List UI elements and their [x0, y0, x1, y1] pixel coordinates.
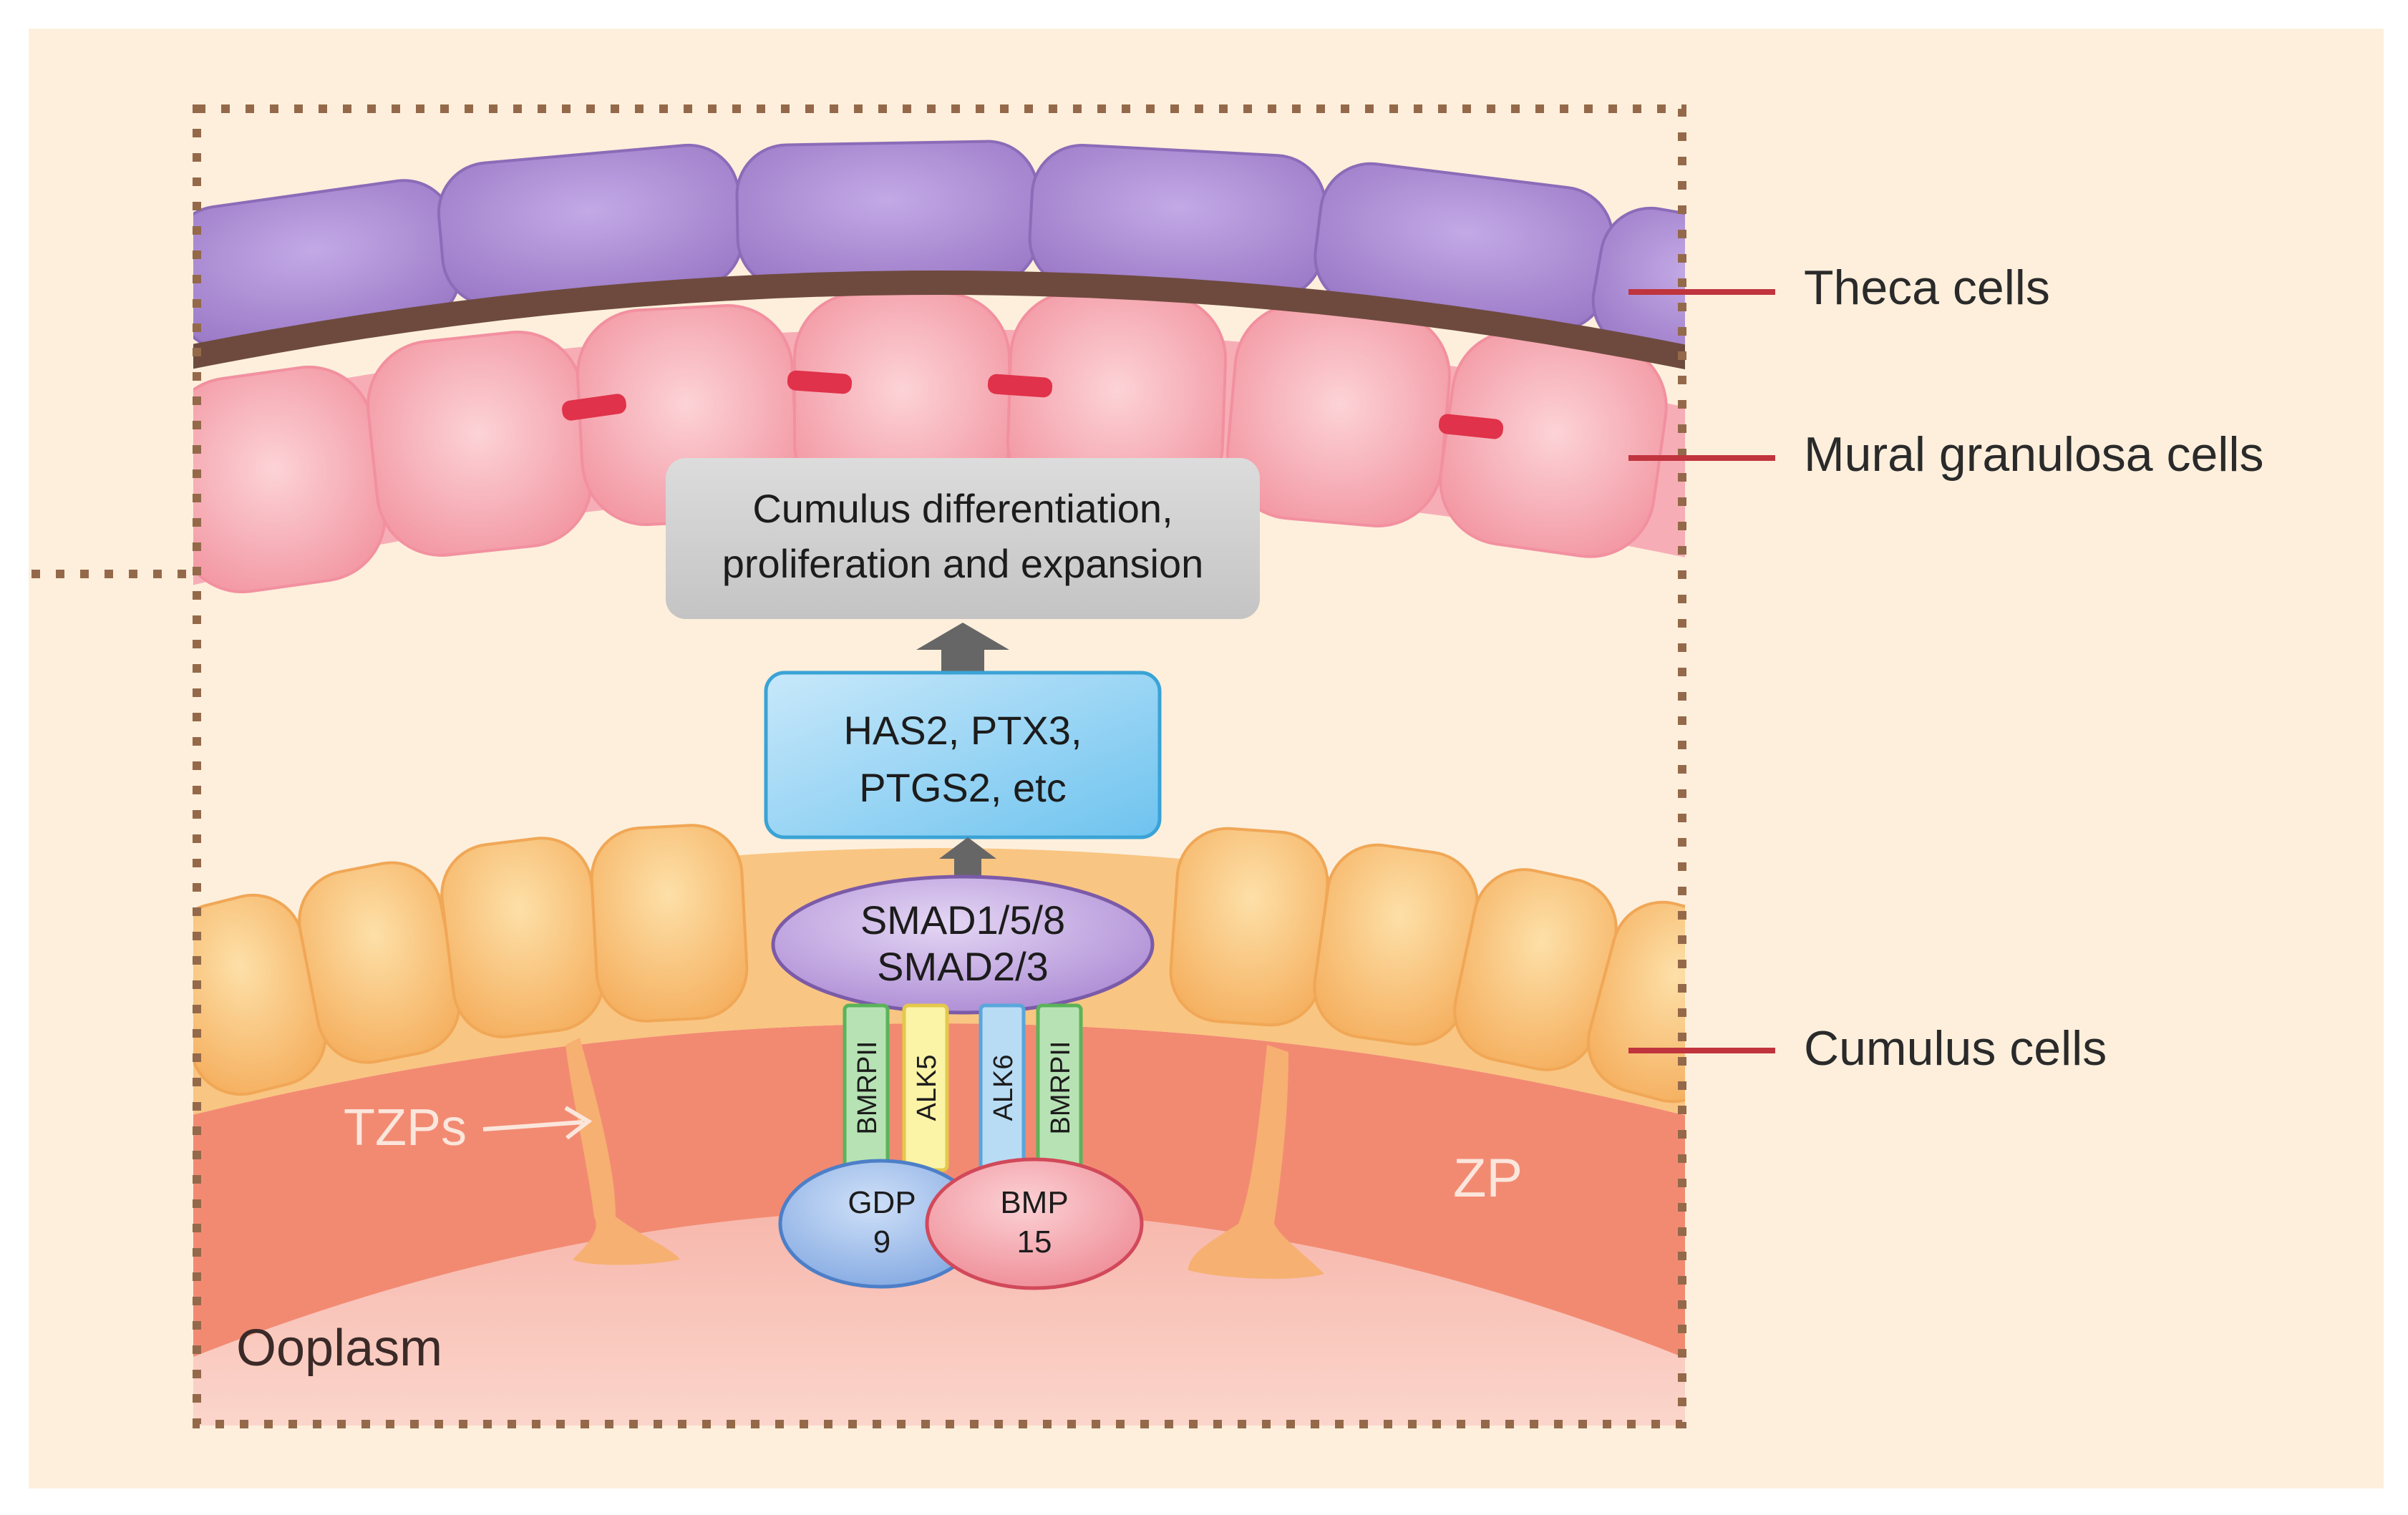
ligand-bmp15: [925, 1157, 1144, 1290]
ooplasm-label: Ooplasm: [236, 1320, 442, 1377]
bmp15-line-1: BMP: [1000, 1185, 1068, 1220]
genes-line-2: PTGS2, etc: [859, 765, 1066, 810]
gene-target-box: [764, 671, 1162, 839]
receptor-label-2: ALK5: [912, 1055, 942, 1121]
genes-line-1: HAS2, PTX3,: [843, 708, 1082, 753]
tzps-arrowhead-icon: [564, 1106, 593, 1140]
mural-label: Mural granulosa cells: [1804, 427, 2264, 482]
gdp9-line-2: 9: [873, 1224, 890, 1260]
inset-border: [193, 104, 1686, 1428]
gdp9-line-1: GDP: [848, 1185, 916, 1220]
outcome-box: [666, 458, 1260, 619]
receptor-label-3: ALK6: [989, 1055, 1019, 1121]
receptor-label-4: BMRPII: [1046, 1041, 1076, 1135]
zp-label: ZP: [1453, 1148, 1523, 1209]
gap-junction-markers: [562, 370, 1504, 439]
mural-granulosa-cells: [193, 290, 1668, 594]
receptor-label-1: BMRPII: [853, 1041, 883, 1135]
smad-line-2: SMAD2/3: [877, 944, 1049, 989]
cumulus-label: Cumulus cells: [1804, 1021, 2107, 1076]
basement-membrane: [193, 271, 1685, 370]
tzp-projection-left: [565, 1038, 680, 1265]
outcome-line-1: Cumulus differentiation,: [752, 486, 1173, 531]
receptor-group: BMRPII ALK5 ALK6 BMRPII: [843, 1003, 1083, 1172]
smad-line-1: SMAD1/5/8: [860, 897, 1065, 942]
theca-label: Theca cells: [1804, 260, 2050, 315]
arrow-up-large-icon: [916, 623, 1009, 671]
arrow-up-small-icon: [939, 837, 996, 877]
smad-complex: [771, 875, 1155, 1015]
theca-cells: [193, 140, 1685, 366]
tzps-label: TZPs: [344, 1099, 467, 1156]
tzp-projection-right: [1188, 1045, 1324, 1279]
cumulus-cells: [193, 824, 1685, 1104]
tzps-arrow-line: [482, 1120, 584, 1131]
bmp15-line-2: 15: [1017, 1224, 1052, 1260]
outcome-line-2: proliferation and expansion: [722, 541, 1203, 586]
